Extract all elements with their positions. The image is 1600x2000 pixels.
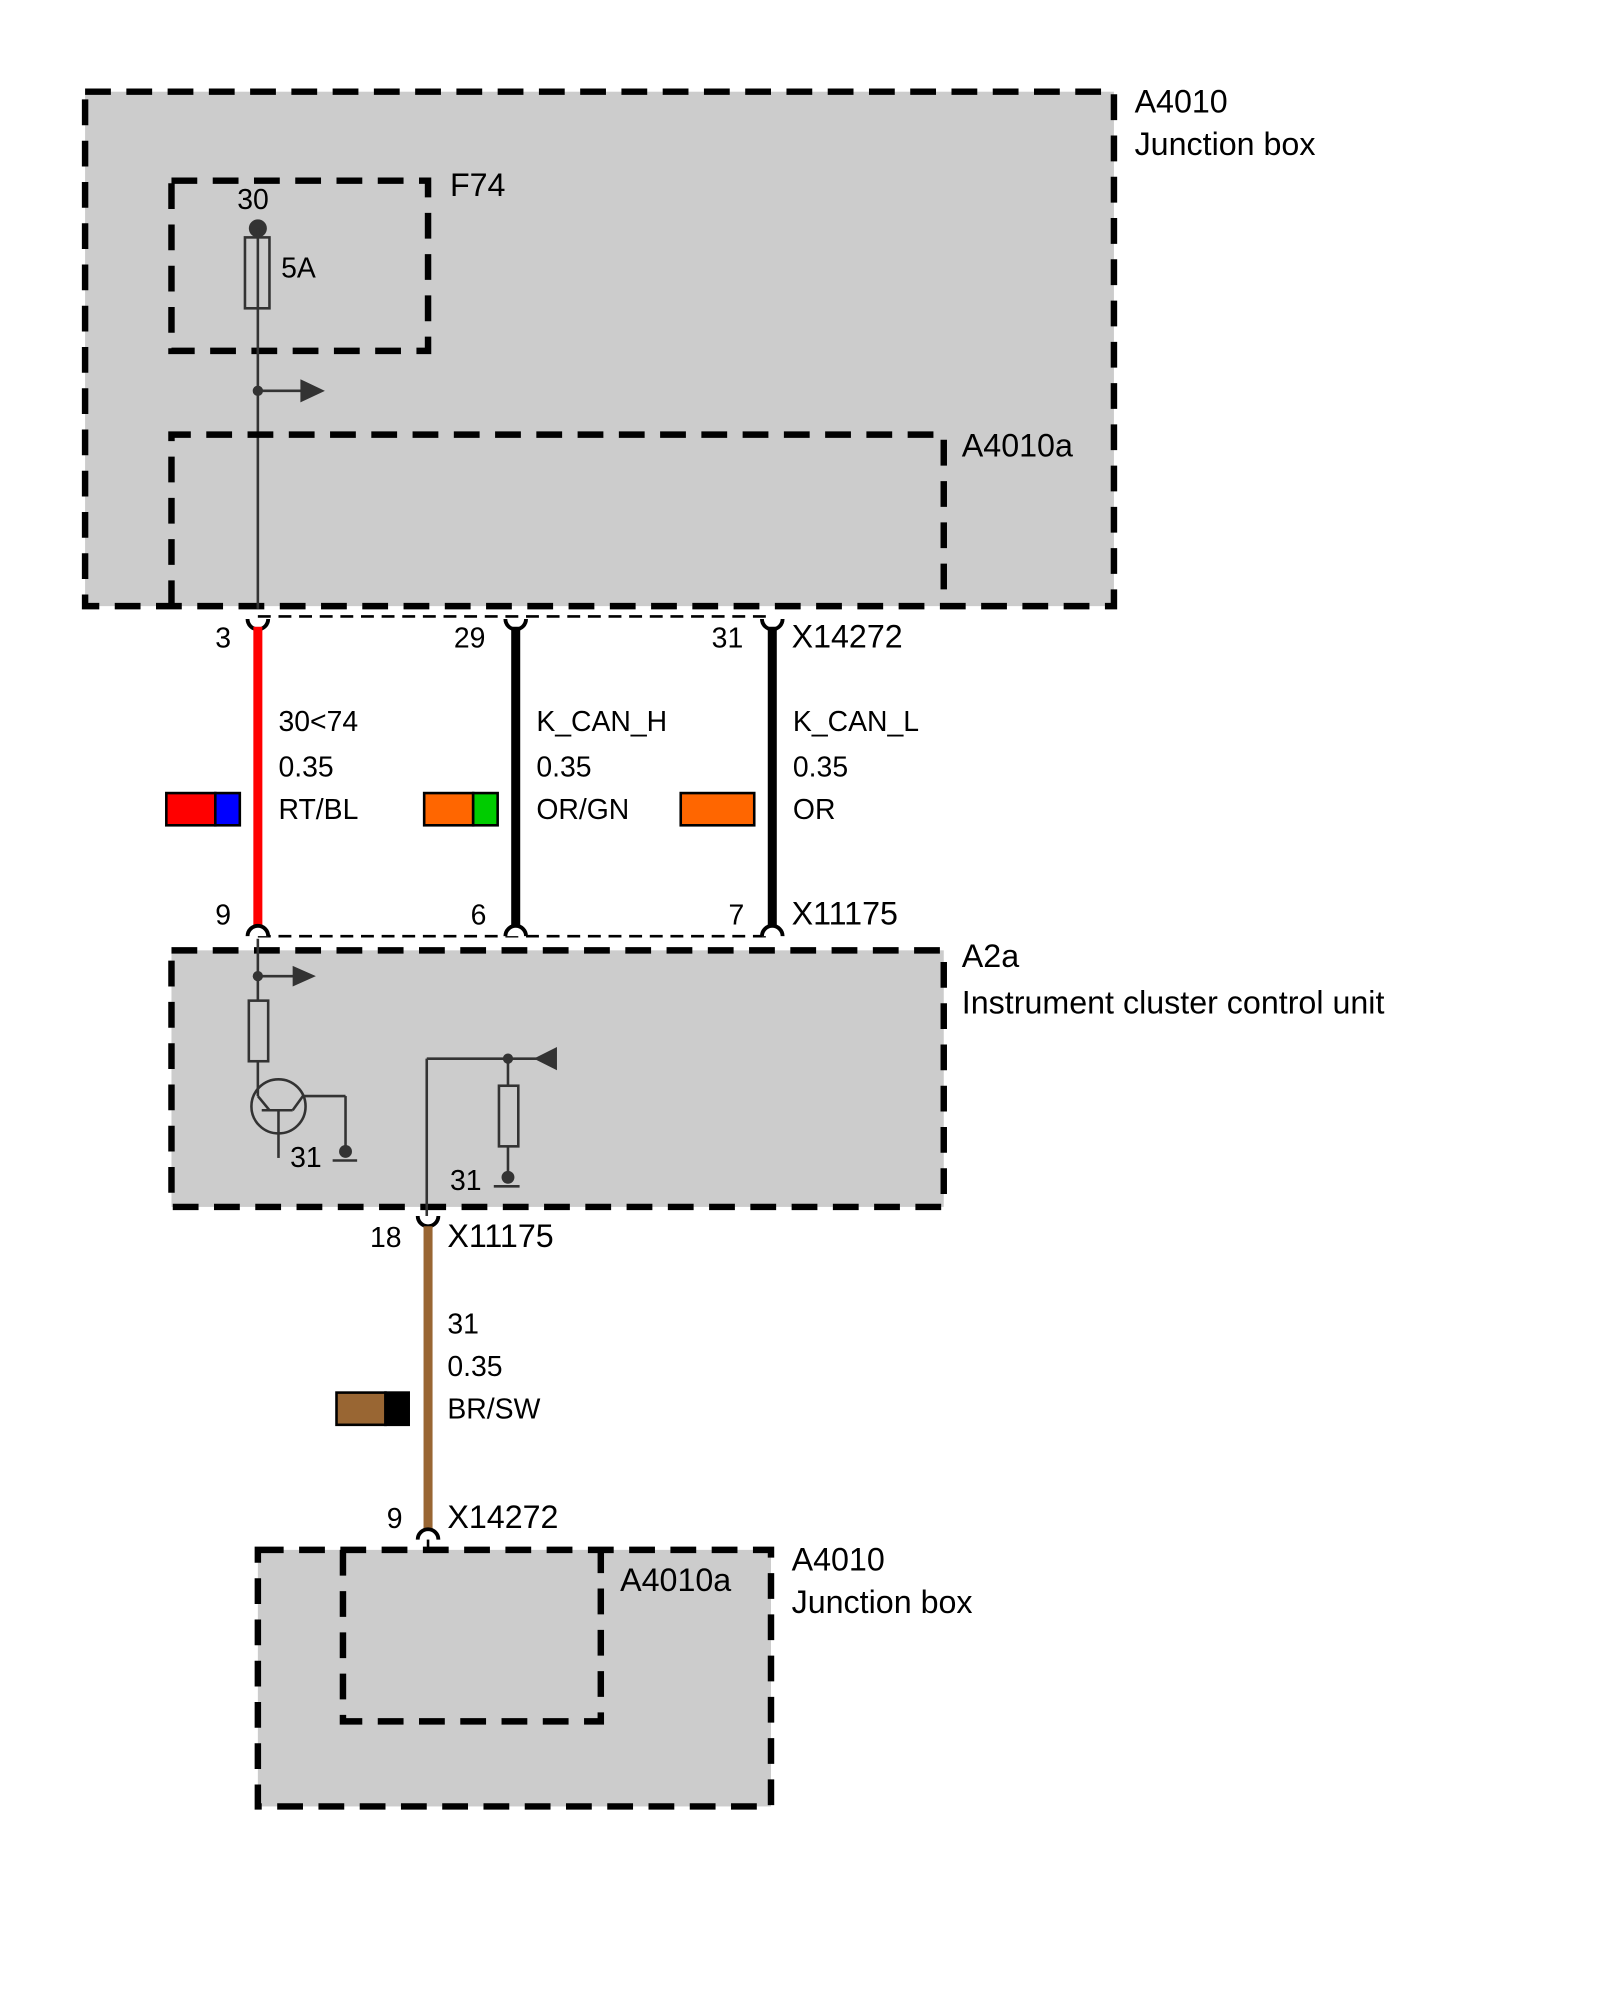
pin-label: 18: [370, 1222, 402, 1254]
wire-gauge: 0.35: [793, 751, 848, 783]
instrument-cluster-id: A2a: [962, 938, 1019, 974]
wire-color-code: OR/GN: [536, 794, 629, 826]
color-swatch: [422, 791, 499, 827]
junction-box-bottom: A4010a A4010 Junction box: [254, 1542, 973, 1810]
pin-cap: [503, 924, 528, 937]
connector-top: 3 29 31 X14272: [215, 615, 903, 654]
instrument-cluster-name: Instrument cluster control unit: [962, 985, 1385, 1021]
swatch-black: [384, 1391, 410, 1427]
wire-k-can-l[interactable]: K_CAN_L 0.35 OR: [679, 626, 919, 929]
swatch-blue: [214, 791, 242, 827]
pin-label: 6: [471, 900, 487, 932]
connector-middle: 9 6 7 X11175: [215, 896, 898, 938]
fuse-id: F74: [450, 167, 506, 203]
wire-color-code: OR: [793, 794, 836, 826]
wire-30-74[interactable]: 30<74 0.35 RT/BL: [165, 626, 358, 929]
junction-box-top-id: A4010: [1135, 83, 1228, 119]
connector-top-id: X14272: [792, 618, 903, 654]
connector-middle-id: X11175: [792, 896, 898, 932]
instrument-cluster: A2a Instrument cluster control unit 31: [168, 938, 1385, 1218]
sub-box-top-id: A4010a: [962, 428, 1073, 464]
pin-label: 7: [728, 900, 744, 932]
junction-box-bottom-name: Junction box: [792, 1584, 973, 1620]
sub-box-bottom-id: A4010a: [620, 1562, 731, 1598]
fuse-rating: 5A: [281, 252, 316, 284]
transistor-icon: [250, 1078, 347, 1158]
wire-gauge: 0.35: [536, 751, 591, 783]
fuse-terminal: 30: [237, 184, 269, 216]
ground-dot: [501, 1170, 515, 1184]
color-swatch: [335, 1391, 410, 1427]
arrow-right-icon: [292, 965, 316, 987]
wire-signal: 31: [447, 1308, 479, 1340]
connector-bottom: 9 X14272: [387, 1499, 558, 1553]
connector-bottom-id: X14272: [447, 1499, 558, 1535]
junction-box-top-outline: [81, 88, 1118, 610]
pin-cap: [415, 1527, 441, 1540]
wire-signal: K_CAN_H: [536, 706, 667, 738]
connector-cluster-out-id: X11175: [447, 1218, 553, 1254]
wire-signal: 30<74: [278, 706, 358, 738]
ground-label-right: 31: [450, 1165, 482, 1197]
junction-box-bottom-id: A4010: [792, 1542, 885, 1578]
swatch-red: [165, 791, 217, 827]
pin-cap: [415, 1215, 441, 1229]
swatch-brown: [335, 1391, 387, 1427]
pin-label: 31: [712, 622, 744, 654]
pin-label: 9: [387, 1503, 403, 1535]
junction-box-top-name: Junction box: [1135, 126, 1316, 162]
connector-cluster-out: 18 X11175: [370, 1215, 554, 1254]
wire-gauge: 0.35: [278, 751, 333, 783]
pin-label: 29: [454, 622, 486, 654]
color-swatch: [165, 791, 242, 827]
instrument-cluster-outline: [168, 947, 947, 1211]
wire-color-code: BR/SW: [447, 1393, 540, 1425]
junction-box-top: A4010 Junction box F74 30 5A A4010a: [81, 83, 1316, 610]
wire-signal: K_CAN_L: [793, 706, 919, 738]
ground-dot: [339, 1145, 352, 1158]
pin-cap: [245, 924, 271, 937]
wire-color-code: RT/BL: [278, 794, 358, 826]
arrow-right-icon: [300, 379, 325, 403]
swatch-green: [471, 791, 499, 827]
fuse-box-outline: [168, 177, 432, 355]
pin-label: 3: [215, 622, 231, 654]
wire-k-can-h[interactable]: K_CAN_H 0.35 OR/GN: [422, 626, 667, 929]
ground-label-left: 31: [290, 1142, 322, 1174]
swatch-orange: [422, 791, 475, 827]
wire-gauge: 0.35: [447, 1351, 502, 1383]
pin-label: 9: [215, 900, 231, 932]
pin-cap: [760, 924, 785, 937]
color-swatch: [679, 791, 756, 827]
swatch-orange: [679, 791, 756, 827]
sub-box-top-outline: [168, 431, 947, 607]
arrow-left-icon: [533, 1047, 557, 1071]
sub-box-bottom-outline: [339, 1549, 605, 1725]
wire-31-ground[interactable]: 31 0.35 BR/SW: [335, 1226, 541, 1530]
